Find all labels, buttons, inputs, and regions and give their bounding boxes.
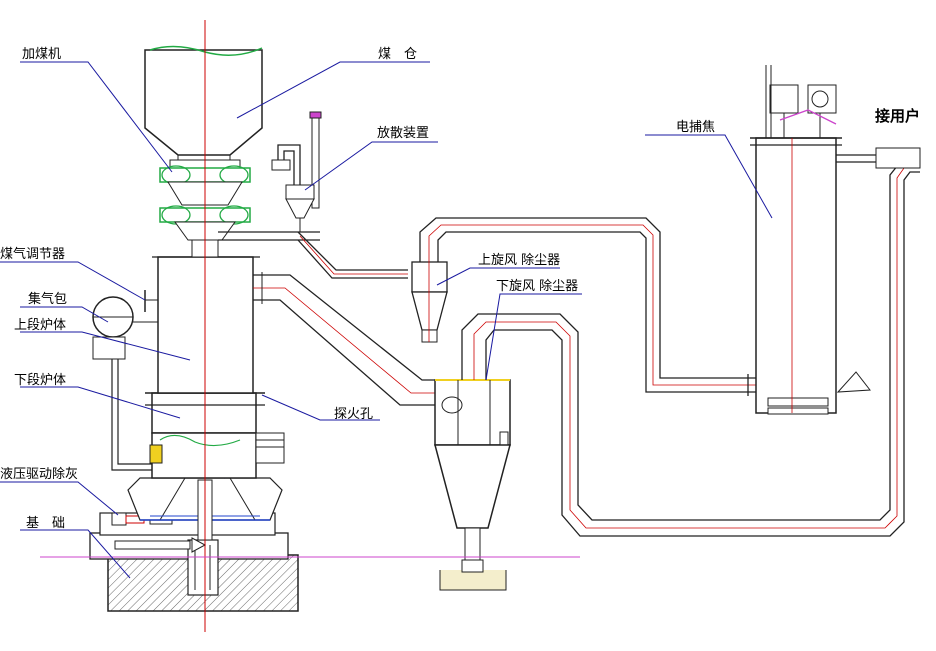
upper-furnace-body	[144, 256, 260, 394]
label-lower-furnace: 下段炉体	[14, 373, 66, 388]
foundation-block	[89, 512, 299, 612]
label-hydraulic-ash: 液压驱动除灰	[0, 467, 78, 482]
center-lines	[40, 20, 793, 632]
gas-collecting-drum	[92, 296, 158, 471]
pipe-upper-to-electrostatic	[419, 217, 756, 396]
label-upper-cyclone: 上旋风 除尘器	[478, 253, 560, 268]
electrostatic-tar-catcher	[750, 65, 921, 415]
pipe-lower-cyclone-loop	[461, 164, 920, 537]
upper-cyclone	[411, 261, 448, 343]
label-coal-feeder: 加煤机	[22, 47, 61, 62]
pipe-to-upper-cyclone	[297, 231, 408, 279]
coal-bunker	[144, 45, 263, 162]
label-electrostatic: 电捕焦	[676, 119, 715, 135]
leader-lines	[0, 61, 773, 579]
label-poke-hole: 探火孔	[334, 407, 373, 422]
labels: 加煤机 煤 仓 放散装置 煤气调节器 集气包 上段炉体 下段炉体 液压驱动除灰 …	[0, 47, 920, 531]
lower-cyclone	[434, 379, 511, 591]
label-gas-drum: 集气包	[28, 291, 67, 307]
label-coal-bunker: 煤 仓	[378, 47, 417, 62]
lower-furnace-body	[145, 392, 285, 479]
label-gas-regulator: 煤气调节器	[0, 246, 65, 262]
label-foundation: 基 础	[26, 516, 65, 531]
label-to-user: 接用户	[875, 107, 920, 125]
pipe-furnace-to-lower-cyclone	[253, 272, 435, 406]
label-vent-device: 放散装置	[377, 126, 429, 141]
label-upper-furnace: 上段炉体	[14, 318, 66, 333]
label-lower-cyclone: 下旋风 除尘器	[496, 279, 578, 294]
